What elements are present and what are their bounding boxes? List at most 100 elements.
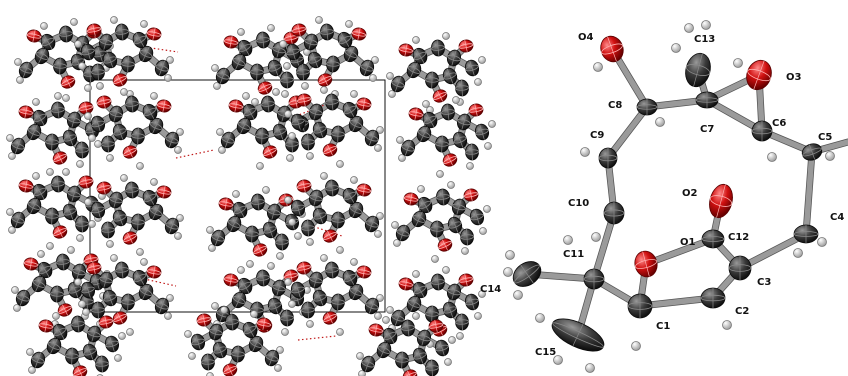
packing-hydrogen-4-3-body [371,56,379,64]
molecule-hydrogen-10-body [817,237,827,247]
hydrogen-bond-1 [137,45,179,53]
packing-atom-12-0-axis [145,190,155,206]
packing-atom-21-9 [95,355,109,373]
packing-hydrogen-20-3 [386,306,394,314]
packing-atom-20-6-axis [464,274,468,286]
packing-atom-11-3 [62,203,78,221]
packing-atom-20-4-axis [431,305,433,323]
packing-atom-10-10 [400,139,416,157]
packing-atom-20-10-axis [394,310,402,326]
packing-atom-9-1 [325,93,339,111]
atom-label-c9: C9 [590,130,604,141]
packing-atom-4-7-axis [357,28,361,40]
packing-hydrogen-6-1 [62,94,70,102]
packing-atom-10-8-axis [447,154,453,166]
packing-atom-5-4-axis [431,71,433,89]
packing-atom-7-11-axis [95,116,101,132]
packing-hydrogen-9-2-body [306,152,314,160]
packing-hydrogen-15-4-body [479,227,487,235]
packing-atom-23-7 [368,323,384,337]
packing-atom-11-6-axis [84,176,88,188]
packing-atom-23-3 [412,347,428,365]
molecule-hydrogen-15 [505,250,515,260]
packing-atom-21-7 [38,319,54,333]
packing-hydrogen-15-3-body [391,221,399,229]
packing-atom-7-4-axis [137,127,139,145]
packing-hydrogen-7-1-body [120,88,128,96]
packing-hydrogen-3-0 [237,28,245,36]
packing-atom-5-4 [425,71,439,89]
packing-atom-6-1 [51,101,65,119]
packing-atom-17-10-axis [158,298,166,314]
packing-hydrogen-5-6-body [388,90,396,98]
packing-atom-11-8 [52,225,68,239]
packing-hydrogen-9-4 [288,132,296,140]
packing-atom-17-7 [146,265,162,279]
packing-atom-11-0 [32,183,48,201]
packing-hydrogen-22-1 [220,306,228,314]
atom-c11 [583,268,605,290]
packing-hydrogen-2-2 [96,82,104,90]
packing-atom-16-10 [15,289,31,307]
molecule-hydrogen-2-body [684,23,694,33]
packing-atom-15-10 [395,224,411,242]
packing-atom-10-4 [435,135,449,153]
packing-atom-7-2-axis [113,106,119,122]
packing-atom-6-10 [10,137,26,155]
packing-atom-5-11 [464,59,480,77]
packing-atom-9-8-axis [327,144,333,156]
packing-hydrogen-21-1 [82,308,90,316]
packing-hydrogen-6-1-body [62,94,70,102]
packing-atom-11-10-axis [14,212,22,228]
packing-atom-15-3 [447,216,463,234]
packing-atom-18-7 [223,273,239,287]
packing-hydrogen-12-4 [88,220,96,228]
atom-c15-axis [572,323,584,347]
packing-atom-1-1-axis [64,26,68,42]
packing-hydrogen-21-3 [26,348,34,356]
packing-atom-2-4-axis [127,55,129,73]
packing-atom-4-5-axis [347,46,355,62]
packing-atom-10-9 [465,143,479,161]
packing-hydrogen-21-6 [28,366,36,374]
packing-atom-6-5 [26,123,42,141]
packing-hydrogen-13-0 [232,190,240,198]
atom-label-c13: C13 [694,34,715,45]
packing-atom-4-6 [291,23,307,37]
packing-atom-13-1 [251,193,265,211]
packing-atom-13-7 [218,197,234,211]
packing-atom-17-4 [121,293,135,311]
packing-atom-12-5 [148,203,164,221]
molecule-hydrogen-13 [631,341,641,351]
packing-atom-19-11 [290,281,306,299]
packing-atom-21-5 [46,337,62,355]
packing-hydrogen-1-2-body [84,84,92,92]
packing-hydrogen-7-0 [150,92,158,100]
packing-atom-20-7-axis [404,278,408,290]
packing-atom-17-10 [154,297,170,315]
packing-atom-21-0-axis [55,324,65,340]
packing-atom-2-9 [91,63,105,81]
packing-atom-23-0-axis [385,328,395,344]
packing-atom-22-2-axis [213,324,219,340]
packing-hydrogen-11-7 [46,242,54,250]
packing-atom-11-9-axis [81,215,83,233]
packing-atom-4-0-axis [340,32,350,48]
packing-atom-3-4-axis [256,63,258,81]
packing-atom-1-1 [59,25,73,43]
packing-hydrogen-11-2-body [76,234,84,242]
packing-atom-11-2 [66,185,82,203]
packing-hydrogen-9-7-body [336,160,344,168]
atom-label-o1: O1 [680,237,696,248]
packing-atom-15-11 [469,208,485,226]
packing-hydrogen-17-1 [110,254,118,262]
molecule-hydrogen-17 [513,290,523,300]
packing-hydrogen-7-3 [176,128,184,136]
packing-atom-9-6 [296,93,312,107]
packing-hydrogen-6-6 [8,152,16,160]
packing-hydrogen-20-4 [474,312,482,320]
molecule-hydrogen-15-body [505,250,515,260]
packing-atom-2-5-axis [142,46,150,62]
molecule-hydrogen-9-body [825,151,835,161]
packing-hydrogen-15-0 [417,185,425,193]
